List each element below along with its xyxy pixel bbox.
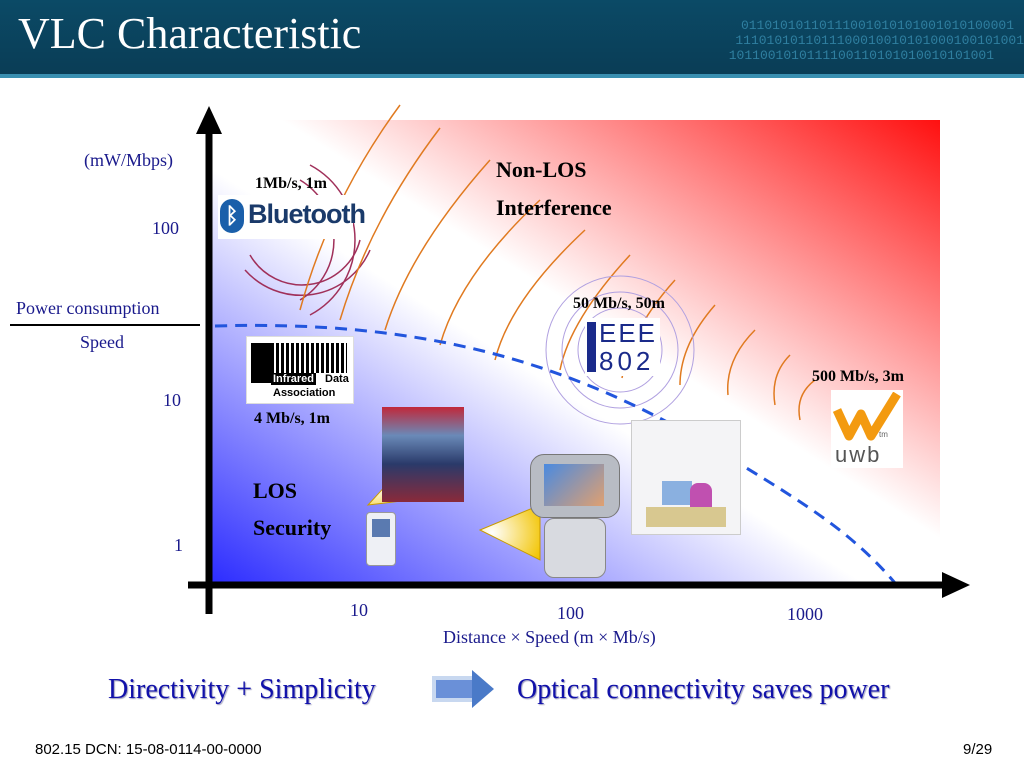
bottom-arrow [432,670,494,708]
irda-logo: Infrared Data Association [246,336,354,404]
bluetooth-rune-icon: ᛒ [220,199,244,233]
uwb-tm: tm [879,430,888,439]
slide-header: 01101010110111001010101001010100001 1110… [0,0,1024,78]
camera-phone-image [526,452,622,580]
los-label: LOS [253,478,298,503]
ieee-rings [545,275,695,425]
irda-text-2: Data [325,373,349,385]
x-tick-1000: 1000 [787,604,823,624]
ieee-bar-icon [587,322,596,372]
optical-connectivity-text: Optical connectivity saves power [517,674,890,705]
small-phone-image [366,512,396,566]
bluetooth-rate-label: 1Mb/s, 1m [255,175,327,192]
x-tick-100: 100 [557,603,584,623]
irda-text-1: Infrared [271,373,316,385]
y-tick-100: 100 [152,218,179,238]
y-unit-label: (mW/Mbps) [84,150,173,170]
ieee-text: EEE [599,318,658,348]
header-binary-2: 1110101011011100010010101000100101001 [735,33,1024,48]
bluetooth-wordmark: Bluetooth [248,199,366,229]
power-curve [214,323,897,584]
header-binary-1: 01101010110111001010101001010100001 [740,18,1014,33]
directivity-simplicity-text: Directivity + Simplicity [108,674,376,705]
uwb-w-icon [832,392,901,441]
office-worker-image [631,420,741,535]
y-label-speed: Speed [80,332,124,352]
ieee802-logo: EEE 802 [585,318,660,376]
y-tick-1: 1 [174,535,183,555]
y-tick-10: 10 [163,390,181,410]
ieee-802-text: 802 [599,346,655,376]
uwb-logo: tm uwb [831,390,903,468]
non-los-label: Non-LOS [496,157,587,182]
y-label-power: Power consumption [16,298,160,318]
interference-label: Interference [496,195,612,220]
bluetooth-logo: ᛒ Bluetooth [218,195,366,239]
header-binary-3: 1011001010111100110101010010101001 [728,48,994,63]
slide-title: VLC Characteristic [18,9,362,58]
x-axis-label: Distance × Speed (m × Mb/s) [443,627,656,647]
irda-stripes-icon [271,343,347,373]
ieee-rate-label: 50 Mb/s, 50m [573,295,665,312]
billboard-image [382,407,464,502]
footer-page-number: 9/29 [963,741,993,758]
light-cone-large [478,504,541,561]
footer-doc-id: 802.15 DCN: 15-08-0114-00-0000 [35,741,262,758]
header-strip [0,74,1024,78]
axes [188,106,970,614]
irda-text-3: Association [273,387,336,399]
irda-i-icon [251,343,271,383]
uwb-rate-label: 500 Mb/s, 3m [812,368,904,385]
irda-rate-label: 4 Mb/s, 1m [254,410,330,427]
security-label: Security [253,515,332,540]
interference-arcs [299,104,816,421]
uwb-text: uwb [835,442,882,467]
x-tick-10: 10 [350,600,368,620]
